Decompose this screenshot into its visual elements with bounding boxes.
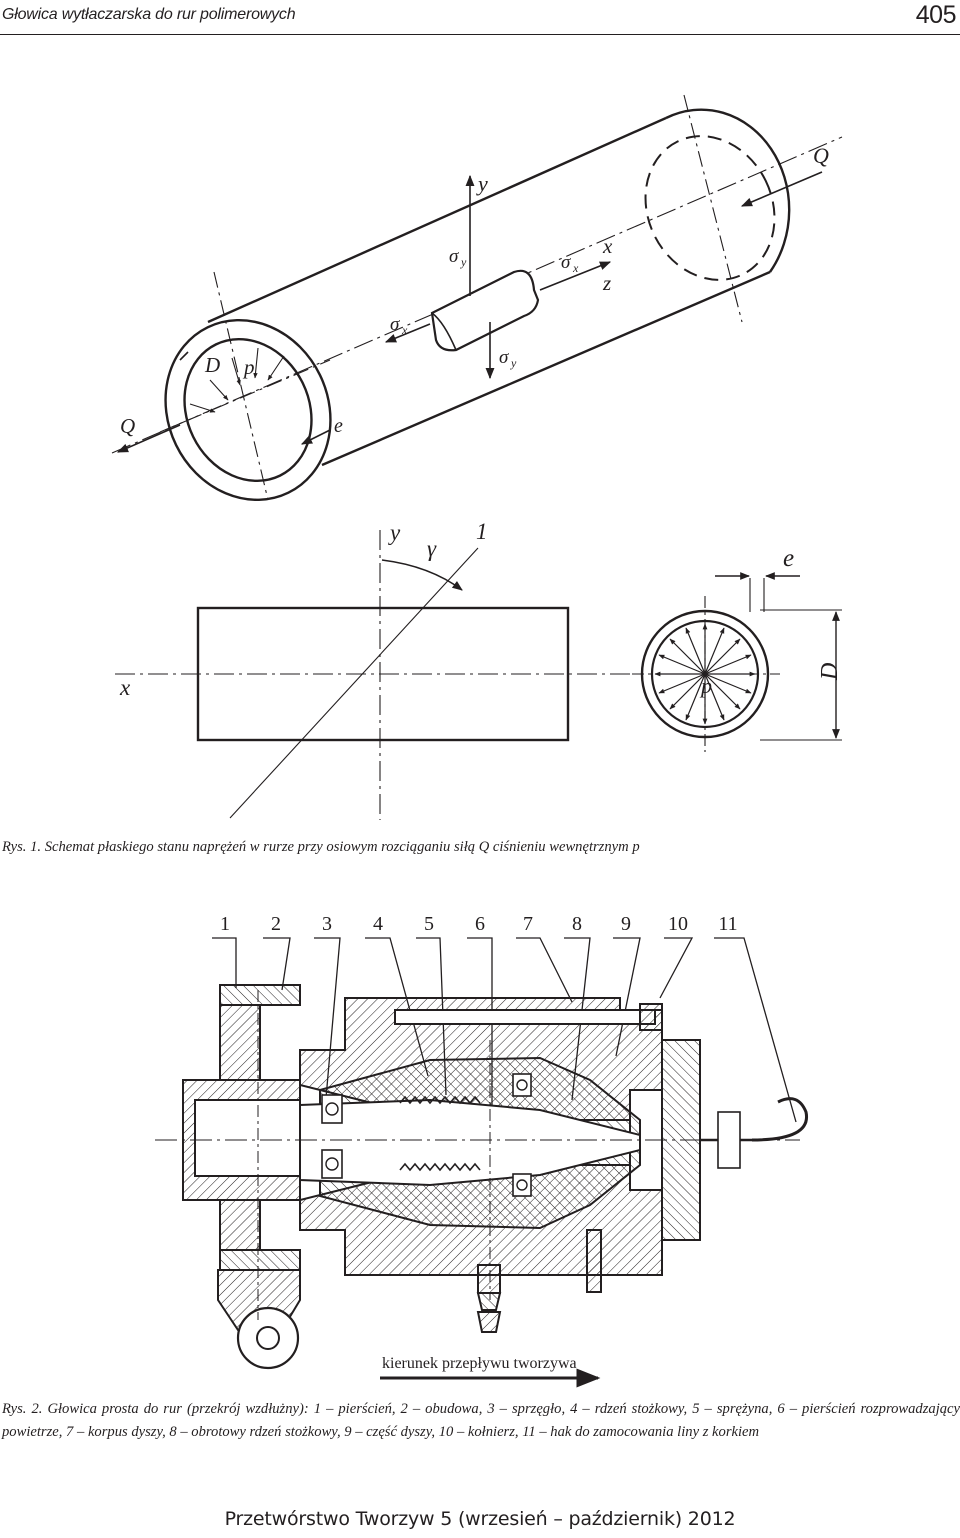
tube-back-hidden: [644, 135, 776, 281]
label-Q-right: Q: [813, 143, 829, 168]
section-details: [155, 990, 809, 1370]
label-z-axis: z: [602, 271, 611, 295]
pressure-arrows: [654, 623, 756, 725]
part-label-6: 6: [475, 913, 485, 935]
part-label-5: 5: [424, 913, 434, 935]
spring-top: [399, 1095, 481, 1105]
extrusion-head-section: [182, 984, 701, 1333]
flow-direction-label: kierunek przepływu tworzywa: [382, 1355, 577, 1372]
part-label-1: 1: [220, 913, 230, 935]
part-label-4: 4: [373, 913, 383, 935]
figure-1-caption: Rys. 1. Schemat płaskiego stanu naprężeń…: [2, 839, 640, 855]
part-label-3: 3: [322, 913, 332, 935]
gamma-arc: [381, 559, 463, 591]
figure-2-drawing: 1 2 3 4 5 6 7 8 9 10 11: [155, 913, 809, 1388]
running-head: Głowica wytłaczarska do rur polimerowych…: [0, 0, 960, 35]
label-sigma-x-right-sub: x: [572, 261, 579, 275]
label-e-iso: e: [334, 415, 343, 437]
Q-left-arrow: [116, 424, 181, 453]
header-rule: [0, 34, 960, 35]
tube-top-edge: [207, 116, 667, 324]
part-number-labels: 1 2 3 4 5 6 7 8 9 10 11: [220, 913, 738, 935]
label-gamma: γ: [427, 536, 437, 561]
figure-1-drawing: Q y x z σ y σ x σ x σ y D p Q e y γ 1 e …: [111, 94, 843, 820]
label-x-axis: x: [602, 234, 613, 258]
label-sigma-y-bottom-sub: y: [510, 356, 517, 370]
label-p-iso: p: [242, 355, 255, 379]
spring-bottom: [399, 1162, 481, 1172]
tube-front-outer: [164, 318, 332, 502]
stress-element: [430, 269, 540, 352]
label-D-iso: D: [204, 353, 220, 377]
running-title: Głowica wytłaczarska do rur polimerowych: [2, 6, 296, 23]
label-sigma-x-left: σ: [390, 314, 400, 335]
label-y-axis: y: [476, 171, 488, 196]
label-p-view: p: [699, 673, 712, 698]
part-label-9: 9: [621, 913, 631, 935]
inclined-section-line: [229, 547, 479, 819]
label-sigma-x-left-sub: x: [401, 323, 408, 337]
tube-front-inner: [183, 337, 313, 483]
label-sigma-y-top-sub: y: [460, 255, 467, 269]
hook: [751, 1097, 809, 1142]
label-y-view: y: [388, 520, 401, 545]
label-sigma-x-right: σ: [561, 252, 571, 273]
label-e-view: e: [783, 545, 794, 572]
x-axis-arrow: [539, 261, 612, 291]
journal-footer: Przetwórstwo Tworzyw 5 (wrzesień – paźdz…: [224, 1508, 736, 1530]
lifting-eye: [236, 1306, 300, 1370]
part-label-7: 7: [523, 913, 533, 935]
label-sigma-y-top: σ: [449, 246, 459, 267]
label-x-view: x: [119, 675, 131, 700]
page-number: 405: [915, 1, 957, 29]
part-label-8: 8: [572, 913, 582, 935]
part-label-11: 11: [718, 913, 737, 935]
label-D-view: D: [817, 663, 843, 681]
label-one: 1: [476, 519, 488, 544]
Q-right-arrow: [740, 171, 823, 207]
tube-bottom-edge: [321, 270, 771, 467]
figure-2-caption: Rys. 2. Głowica prosta do rur (przekrój …: [2, 1401, 960, 1440]
part-label-2: 2: [271, 913, 281, 935]
tube-back-edge: [665, 108, 791, 273]
part-label-10: 10: [668, 913, 688, 935]
label-Q-left: Q: [120, 414, 135, 438]
label-sigma-y-bottom: σ: [499, 347, 509, 368]
